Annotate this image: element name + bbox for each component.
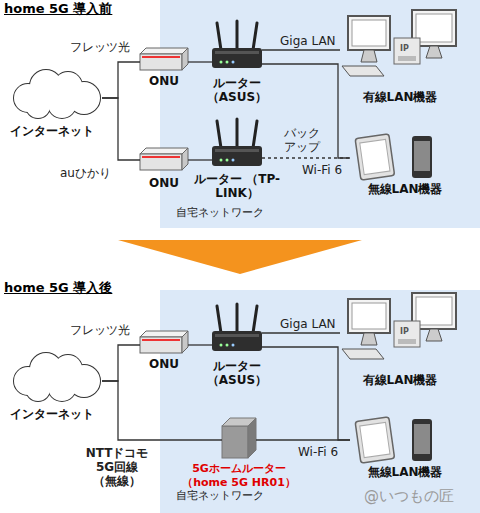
wired-devices: 有線LAN機器 [340, 8, 460, 108]
section-heading: home 5G 導入後 [4, 281, 112, 295]
connector [102, 62, 140, 98]
cloud-node: インターネット [2, 68, 102, 140]
node-label: 自宅ネットワーク [176, 206, 326, 220]
wired-devices: 有線LAN機器 [340, 291, 460, 391]
node-label: ONU [130, 176, 198, 190]
edge-label: Wi-Fi 6 [298, 445, 348, 459]
wireless-devices: 無線LAN機器 [350, 132, 460, 198]
cloud-icon [14, 353, 100, 401]
cloud-node: インターネット [2, 351, 102, 423]
node-label: 自宅ネットワーク [176, 489, 326, 503]
onu-device: ONU [140, 48, 188, 92]
watermark: @いつもの匠 [364, 487, 454, 505]
node-label: インターネット [2, 124, 102, 138]
onu-device: ONU [140, 148, 188, 194]
edge-label: auひかり [60, 166, 120, 180]
node-label: 無線LAN機器 [350, 182, 460, 196]
cloud-icon [14, 70, 100, 118]
edge-label: Giga LAN [280, 317, 350, 331]
section-heading: home 5G 導入前 [4, 2, 112, 16]
edge-label: バック アップ [284, 126, 330, 154]
router-device: ルーター （TP-LINK） [212, 118, 262, 214]
node-label: 有線LAN機器 [340, 90, 460, 104]
edge-label: フレッツ光 [70, 40, 140, 54]
onu-icon [140, 331, 188, 353]
node-label: ルーター （ASUS） [192, 359, 282, 387]
node-label: 有線LAN機器 [340, 373, 460, 387]
onu-icon [140, 48, 188, 70]
edge-label: Wi-Fi 6 [302, 163, 352, 177]
router-device: ルーター （ASUS） [212, 20, 262, 116]
edge-label: フレッツ光 [70, 323, 140, 337]
node-label: ルーター （ASUS） [192, 76, 282, 104]
home-router-5g: 5Gホームルーター （home 5G HR01） [222, 418, 256, 490]
connector [102, 98, 140, 160]
edge-label: Giga LAN [280, 34, 350, 48]
node-label: ルーター （TP-LINK） [190, 172, 284, 200]
router-device: ルーター （ASUS） [212, 303, 262, 399]
icon-text: IP [400, 327, 409, 336]
node-label: 5Gホームルーター （home 5G HR01） [174, 462, 304, 490]
node-label: インターネット [2, 407, 102, 421]
icon-text: IP [400, 44, 409, 53]
onu-device: ONU [140, 331, 188, 375]
transition-arrow [118, 240, 362, 274]
connector [102, 345, 140, 381]
node-label: ONU [130, 357, 198, 371]
onu-icon [140, 148, 188, 170]
home-router-icon [222, 418, 256, 458]
node-label: ONU [130, 74, 198, 88]
node-label: 無線LAN機器 [350, 465, 460, 479]
wireless-devices: 無線LAN機器 [350, 415, 460, 481]
edge-label: NTTドコモ 5G回線 （無線） [84, 446, 150, 488]
